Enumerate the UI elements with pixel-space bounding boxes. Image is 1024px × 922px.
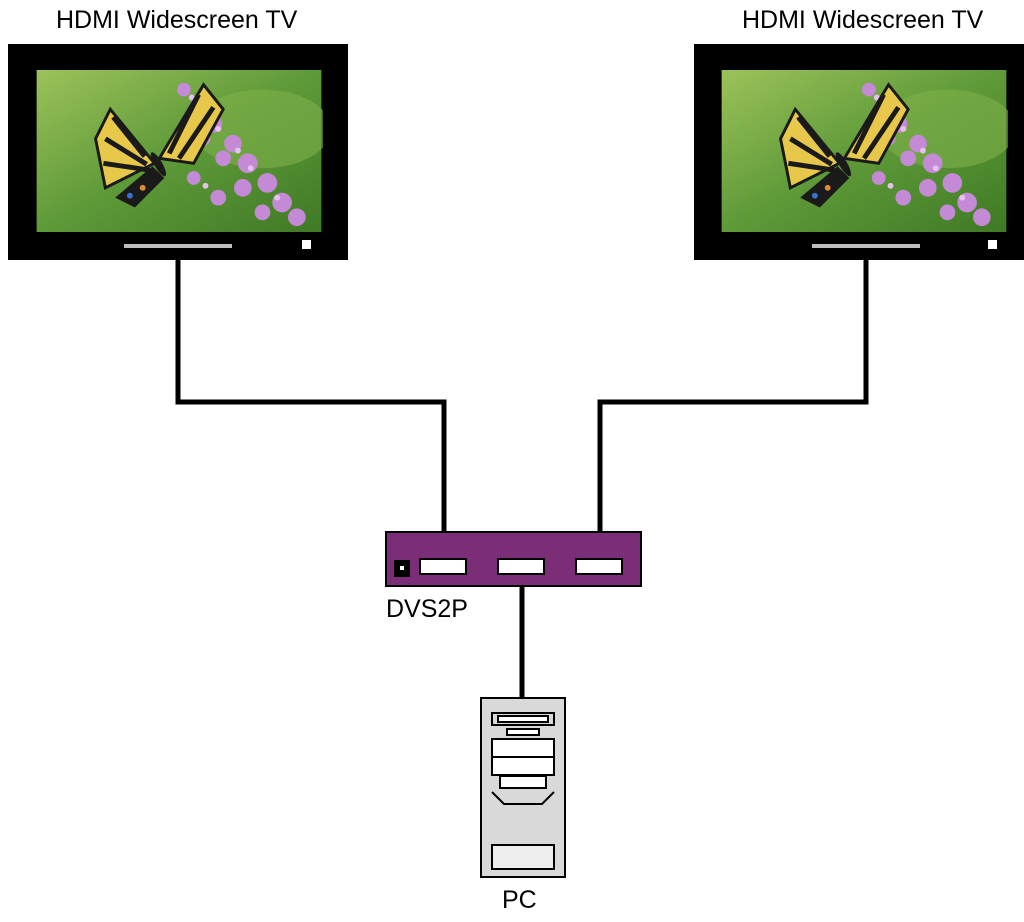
tv-right-label: HDMI Widescreen TV: [742, 6, 984, 34]
cable-right-tv: [597, 260, 869, 532]
tv-left-icon: [8, 44, 348, 260]
pc-tower-icon: [480, 697, 566, 878]
pc-label: PC: [502, 886, 537, 914]
splitter-icon: [385, 531, 642, 587]
tv-right-icon: [694, 44, 1024, 260]
tv-left-label: HDMI Widescreen TV: [56, 6, 298, 34]
cable-left-tv: [175, 260, 447, 532]
splitter-label: DVS2P: [386, 595, 468, 623]
